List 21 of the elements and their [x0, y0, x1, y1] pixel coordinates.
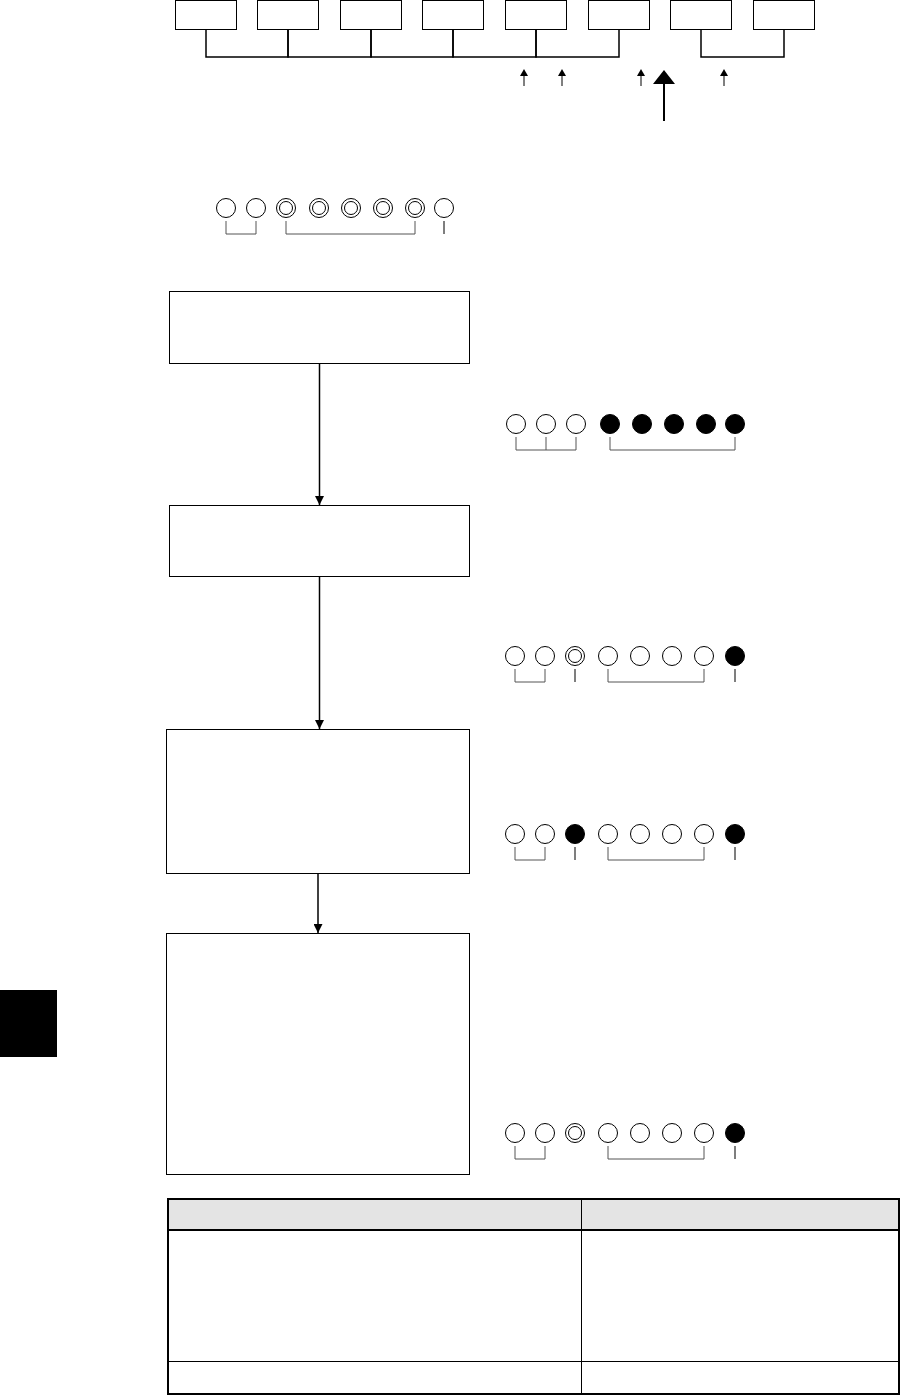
process-box [175, 0, 237, 30]
bus-line [287, 29, 372, 58]
process-box [422, 0, 484, 30]
process-box [169, 505, 470, 577]
bus-line [700, 29, 785, 58]
arrow [315, 576, 324, 730]
process-box [505, 0, 567, 30]
bus-line [205, 29, 289, 58]
process-box [166, 729, 470, 874]
process-box [169, 291, 470, 364]
bus-line [535, 29, 620, 58]
process-box [670, 0, 732, 30]
bus-line [370, 29, 454, 58]
arrow [313, 873, 323, 934]
arrow [315, 363, 324, 506]
bus-line [452, 29, 537, 58]
process-box [257, 0, 319, 30]
process-box [166, 933, 470, 1175]
process-box [753, 0, 815, 30]
process-box [340, 0, 402, 30]
process-box [588, 0, 650, 30]
